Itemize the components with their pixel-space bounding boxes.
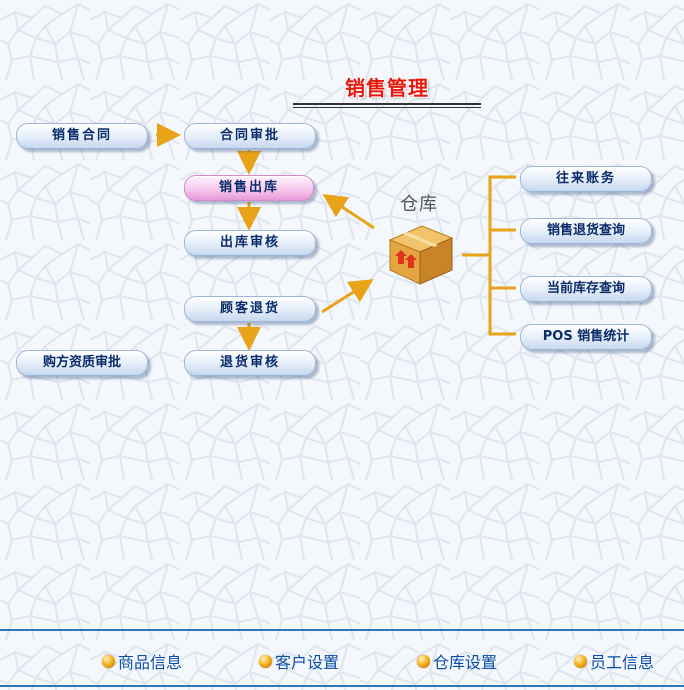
footer-link-label: 客户设置 bbox=[275, 653, 340, 672]
pos-sales-stats-button[interactable]: POS 销售统计 bbox=[520, 324, 652, 350]
arrow-return-to-warehouse bbox=[321, 279, 374, 314]
buyer-qualification-approval-button[interactable]: 购方资质审批 bbox=[16, 350, 148, 376]
cardboard-box-icon[interactable] bbox=[386, 220, 456, 286]
footer-top-rule bbox=[0, 629, 684, 631]
orange-bullet-icon bbox=[574, 654, 587, 668]
footer-link-product-info[interactable]: 商品信息 bbox=[102, 650, 182, 672]
warehouse-label: 仓库 bbox=[400, 194, 438, 215]
footer-link-warehouse-settings[interactable]: 仓库设置 bbox=[417, 650, 497, 672]
outbound-audit-button[interactable]: 出库审核 bbox=[184, 230, 316, 256]
footer-bottom-rule bbox=[0, 685, 684, 687]
footer-link-label: 仓库设置 bbox=[433, 653, 498, 672]
footer-link-staff-info[interactable]: 员工信息 bbox=[574, 650, 654, 672]
customer-return-button[interactable]: 顾客退货 bbox=[184, 296, 316, 322]
stock-query-button[interactable]: 当前库存查询 bbox=[520, 276, 652, 302]
title-underline bbox=[293, 103, 481, 108]
accounts-button[interactable]: 往来账务 bbox=[520, 166, 652, 192]
sales-contract-button[interactable]: 销售合同 bbox=[16, 123, 148, 149]
arrow-warehouse-to-outbound bbox=[322, 194, 375, 230]
return-audit-button[interactable]: 退货审核 bbox=[184, 350, 316, 376]
sales-outbound-button[interactable]: 销售出库 bbox=[184, 175, 314, 201]
page-title: 销售管理 bbox=[345, 76, 429, 100]
bracket-spine bbox=[488, 175, 516, 336]
contract-approval-button[interactable]: 合同审批 bbox=[184, 123, 316, 149]
orange-bullet-icon bbox=[417, 654, 430, 668]
footer-link-label: 商品信息 bbox=[118, 653, 183, 672]
footer-link-customer-settings[interactable]: 客户设置 bbox=[259, 650, 339, 672]
orange-bullet-icon bbox=[259, 654, 272, 668]
sales-return-query-button[interactable]: 销售退货查询 bbox=[520, 218, 652, 244]
orange-bullet-icon bbox=[102, 654, 115, 668]
footer-link-label: 员工信息 bbox=[590, 653, 655, 672]
